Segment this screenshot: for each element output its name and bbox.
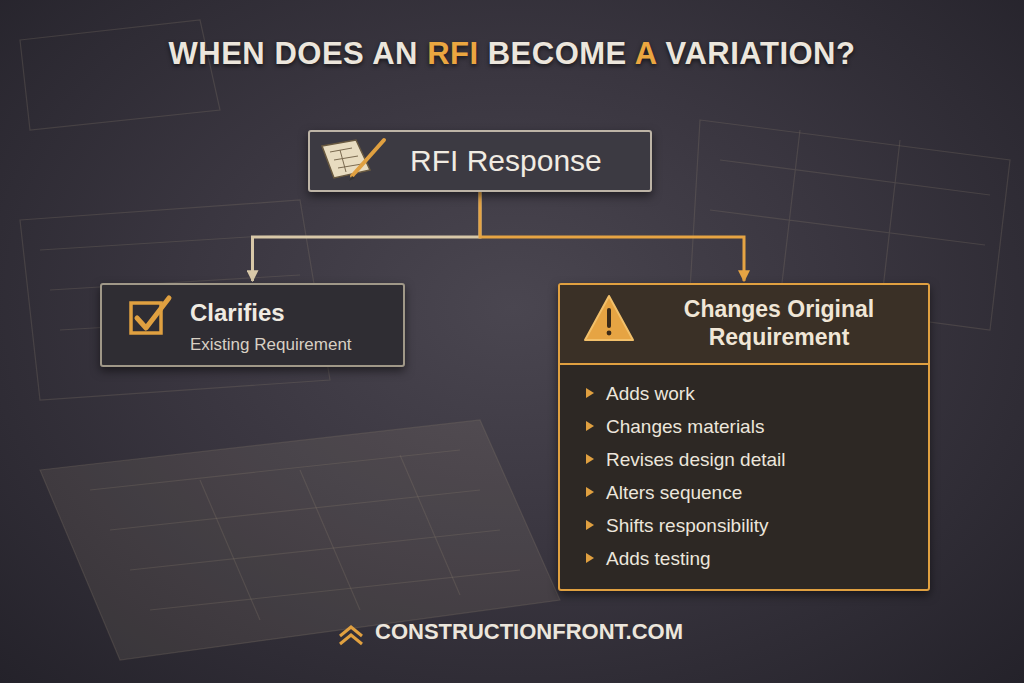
list-item: Revises design detail xyxy=(582,443,908,476)
node-subtext: Existing Requirement xyxy=(190,335,389,355)
node-heading: Changes Original Requirement xyxy=(654,296,904,351)
list-item: Changes materials xyxy=(582,410,908,443)
warning-box: Changes Original RequirementAdds workCha… xyxy=(558,283,930,591)
logo-chevron xyxy=(340,627,362,644)
diagram-title: WHEN DOES AN RFI BECOME A VARIATION? xyxy=(0,36,1024,72)
footer-brand: CONSTRUCTIONFRONT.COM xyxy=(0,619,1024,645)
outcome-box: ClarifiesExisting Requirement xyxy=(100,283,405,367)
list-item: Alters sequence xyxy=(582,476,908,509)
node-label: RFI Response xyxy=(410,144,602,178)
list-item: Shifts responsibility xyxy=(582,509,908,542)
list-item: Adds testing xyxy=(582,542,908,575)
connector xyxy=(253,192,481,281)
process-box: RFI Response xyxy=(308,130,652,192)
list-item: Adds work xyxy=(582,377,908,410)
connector xyxy=(480,192,744,281)
node-heading: Clarifies xyxy=(190,299,389,327)
